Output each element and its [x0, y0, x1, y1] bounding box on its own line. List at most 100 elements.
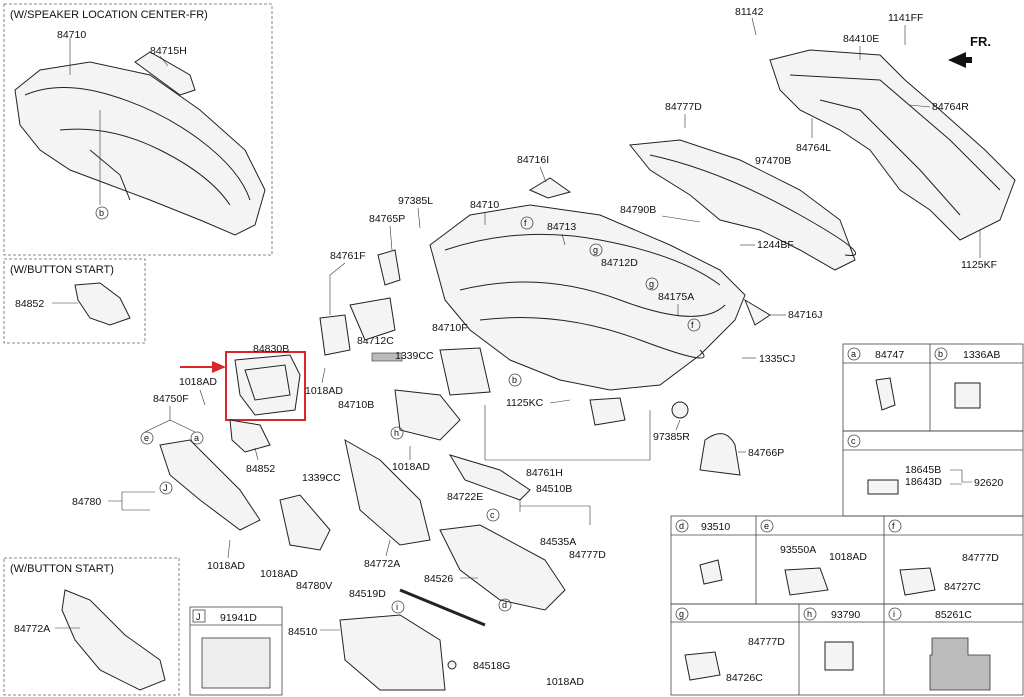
svg-text:d: d: [679, 521, 684, 531]
glove-box-housing-shape: [439, 524, 566, 611]
svg-text:h: h: [394, 428, 399, 438]
svg-text:84852: 84852: [246, 463, 275, 475]
callout-circles: f g g f b e a h J c d i: [140, 216, 701, 614]
svg-text:1339CC: 1339CC: [302, 472, 341, 484]
svg-text:84535A: 84535A: [540, 536, 576, 548]
svg-text:f: f: [892, 521, 895, 531]
keyhole-cover-main-shape: [229, 419, 271, 453]
inset-frame: [3, 3, 273, 256]
inset-button-start-bottom: (W/BUTTON START) 84772A: [3, 557, 180, 696]
label-84710-inset: 84710: [57, 29, 86, 41]
inset-frame: [3, 258, 146, 344]
svg-text:i: i: [893, 609, 895, 619]
svg-text:18645B: 18645B: [905, 464, 941, 476]
svg-text:e: e: [764, 521, 769, 531]
svg-text:84710: 84710: [470, 199, 499, 211]
svg-text:1018AD: 1018AD: [392, 461, 430, 473]
svg-text:84712D: 84712D: [601, 257, 638, 269]
svg-text:1125KF: 1125KF: [961, 259, 997, 271]
left-vent-bezel-shape: [319, 314, 351, 356]
svg-text:84777D: 84777D: [665, 101, 702, 113]
svg-text:1125KC: 1125KC: [506, 397, 544, 409]
knee-panel-shape: [279, 494, 331, 551]
lower-center-panel-shape: [344, 439, 431, 546]
lower-left-trim-shape: [159, 439, 261, 531]
svg-text:a: a: [194, 433, 199, 443]
svg-text:84510: 84510: [288, 626, 317, 638]
crash-pad-inset-shape: [14, 61, 266, 236]
svg-text:b: b: [512, 375, 517, 385]
svg-text:84727C: 84727C: [944, 581, 981, 593]
side-vent-right-shape: [589, 397, 626, 426]
highlight-frame: [225, 351, 306, 421]
svg-text:84772A: 84772A: [364, 558, 400, 570]
main-air-duct: 84790B 1244BF 1125KF: [620, 139, 997, 271]
svg-text:97385R: 97385R: [653, 431, 690, 443]
svg-text:84765P: 84765P: [369, 213, 405, 225]
svg-text:b: b: [99, 208, 104, 218]
inset-frame: [3, 557, 180, 696]
svg-text:g: g: [679, 609, 684, 619]
svg-text:f: f: [524, 218, 527, 228]
svg-text:93510: 93510: [701, 521, 730, 533]
cowl-cross-bar-assembly: 81142 1141FF 84410E FR. 84764R 84777D 84…: [665, 6, 1016, 241]
svg-text:84410E: 84410E: [843, 33, 879, 45]
svg-text:93550A: 93550A: [780, 544, 816, 556]
svg-text:84777D: 84777D: [962, 552, 999, 564]
left-vent-shape: [349, 297, 396, 341]
svg-text:J: J: [196, 612, 201, 622]
svg-text:84510B: 84510B: [536, 483, 572, 495]
svg-text:a: a: [851, 349, 856, 359]
front-arrow-icon: [948, 52, 972, 68]
inset-speaker-center: (W/SPEAKER LOCATION CENTER-FR) 84710 847…: [3, 3, 273, 256]
svg-text:84519D: 84519D: [349, 588, 386, 600]
svg-text:1335CJ: 1335CJ: [759, 353, 795, 365]
svg-text:f: f: [691, 320, 694, 330]
svg-text:84761F: 84761F: [330, 250, 366, 262]
inset-title: (W/SPEAKER LOCATION CENTER-FR): [10, 9, 208, 21]
center-panel-shape: [439, 347, 491, 396]
glove-box-door-shape: [339, 614, 446, 691]
svg-text:84747: 84747: [875, 349, 904, 361]
svg-text:J: J: [163, 483, 168, 493]
svg-text:1244BF: 1244BF: [757, 239, 794, 251]
glove-box-group: 84510B 84535A 84777D 84526 84519D 84510 …: [288, 483, 606, 691]
lower-panel-inset-shape: [61, 589, 166, 691]
svg-text:84526: 84526: [424, 573, 453, 585]
svg-text:84780: 84780: [72, 496, 101, 508]
svg-text:b: b: [938, 349, 943, 359]
cluster-fascia-shape: [234, 354, 301, 416]
duct-shape: [629, 139, 856, 271]
svg-text:1018AD: 1018AD: [260, 568, 298, 580]
svg-text:1336AB: 1336AB: [963, 349, 1000, 361]
grid-pad-shape: [201, 637, 271, 689]
svg-text:84764L: 84764L: [796, 142, 831, 154]
crash-pad-shape: [429, 204, 746, 391]
svg-text:85261C: 85261C: [935, 609, 972, 621]
svg-text:84518G: 84518G: [473, 660, 510, 672]
svg-text:84710B: 84710B: [338, 399, 374, 411]
direction-front: FR.: [970, 34, 991, 49]
svg-text:c: c: [851, 436, 856, 446]
svg-text:84766P: 84766P: [748, 447, 784, 459]
svg-text:84716I: 84716I: [517, 154, 549, 166]
svg-text:d: d: [502, 600, 507, 610]
main-crash-pad: 84716I 97385L 84710 84765P 84713 84712D …: [338, 154, 822, 503]
pad-shape: [929, 637, 991, 691]
label-84852-inset: 84852: [15, 298, 44, 310]
svg-text:84777D: 84777D: [748, 636, 785, 648]
svg-text:81142: 81142: [735, 6, 764, 18]
lower-left-panels: 84780 1018AD 1339CC 1018AD 84780V 84772A: [72, 439, 431, 592]
svg-text:g: g: [593, 245, 598, 255]
label-84715H: 84715H: [150, 45, 187, 57]
legend-j: J 91941D: [189, 606, 283, 696]
svg-text:1018AD: 1018AD: [829, 551, 867, 563]
svg-text:84830B: 84830B: [253, 343, 289, 355]
svg-text:84790B: 84790B: [620, 204, 656, 216]
svg-text:(W/BUTTON START): (W/BUTTON START): [10, 264, 114, 276]
svg-text:84722E: 84722E: [447, 491, 483, 503]
svg-text:h: h: [807, 609, 812, 619]
svg-text:1018AD: 1018AD: [179, 376, 217, 388]
